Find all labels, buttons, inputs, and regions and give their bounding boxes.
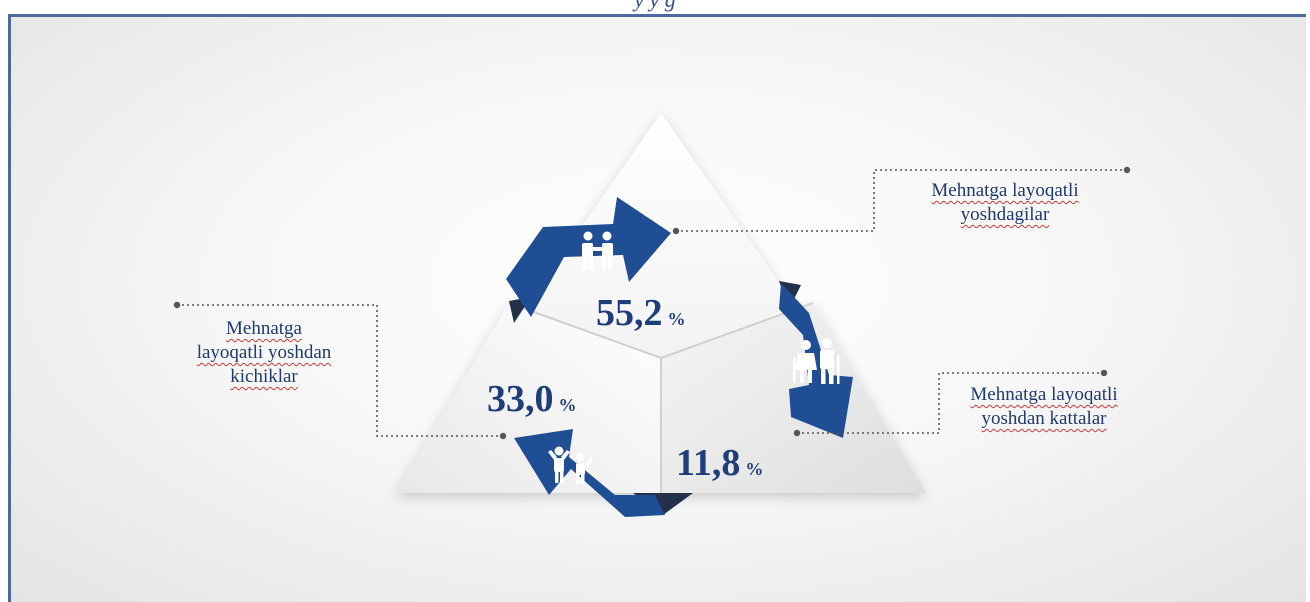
percent-over-working-age: 11,8% xyxy=(676,441,763,485)
percent-under-working-age: 33,0% xyxy=(487,377,577,421)
percent-working-age: 55,2% xyxy=(596,291,686,335)
label-line: layoqatli yoshdan xyxy=(196,342,332,363)
clipped-title: y y g xyxy=(0,0,1310,13)
label-line: Mehnatga xyxy=(226,318,302,339)
label-line: Mehnatga layoqatli xyxy=(931,180,1079,201)
arrow-right xyxy=(779,283,853,438)
connector-left xyxy=(177,304,503,437)
arrow-top-left xyxy=(506,197,671,317)
slide-frame: 55,2% 33,0% 11,8% Mehnatga layoqatli yos… xyxy=(8,14,1306,602)
handshake-icon xyxy=(582,231,613,270)
percent-symbol: % xyxy=(558,395,577,415)
label-under-working-age: Mehnatga layoqatli yoshdan kichiklar xyxy=(159,317,369,389)
label-line: kichiklar xyxy=(230,366,298,387)
connector-right xyxy=(797,372,1104,434)
percent-value: 33,0 xyxy=(487,378,554,420)
percent-value: 55,2 xyxy=(596,292,663,334)
elderly-couple-icon xyxy=(793,338,840,384)
label-line: yoshdagilar xyxy=(960,204,1050,225)
segment-left xyxy=(396,303,661,493)
percent-symbol: % xyxy=(745,459,764,479)
triangle-diagram xyxy=(173,113,1131,517)
percent-symbol: % xyxy=(667,309,686,329)
children-icon xyxy=(548,446,593,484)
label-line: yoshdan kattalar xyxy=(981,408,1107,429)
label-line: Mehnatga layoqatli xyxy=(970,384,1118,405)
percent-value: 11,8 xyxy=(676,442,741,484)
connector-top xyxy=(676,169,1127,232)
label-working-age: Mehnatga layoqatli yoshdagilar xyxy=(895,179,1115,227)
label-over-working-age: Mehnatga layoqatli yoshdan kattalar xyxy=(929,383,1159,431)
